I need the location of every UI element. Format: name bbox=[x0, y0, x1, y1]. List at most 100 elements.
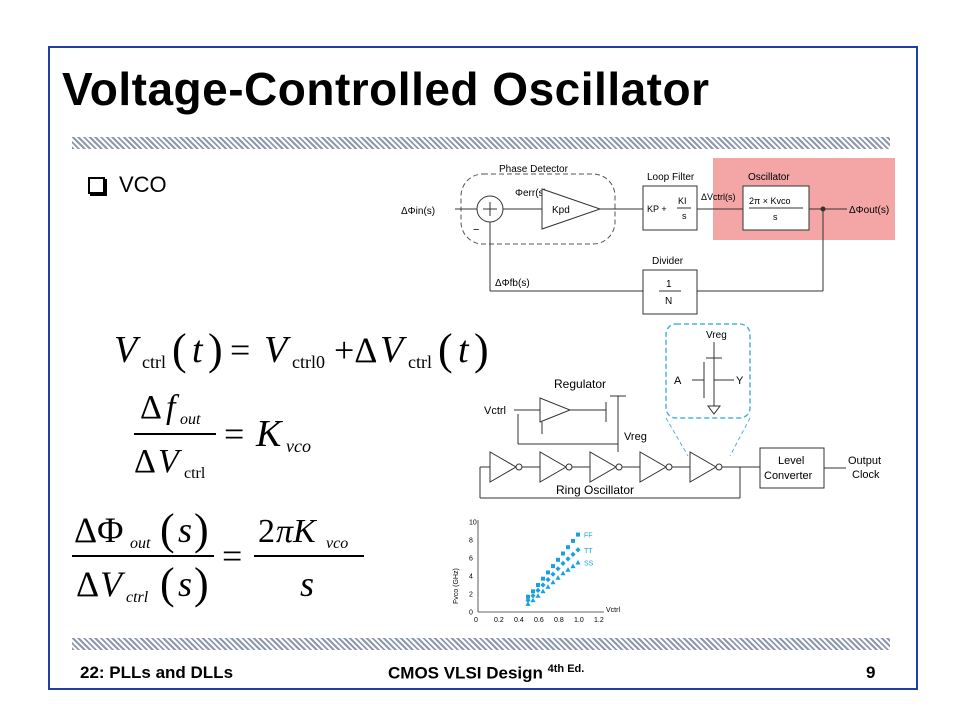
pll-block-diagram: Phase Detector − ΔΦin(s) Φerr(s) Kpd Loo… bbox=[401, 158, 895, 315]
series-label-tt: TT bbox=[584, 548, 593, 555]
svg-text:out: out bbox=[180, 411, 201, 428]
svg-text:V: V bbox=[158, 443, 183, 480]
equation-2: Δ f out Δ V ctrl = K vco bbox=[134, 389, 311, 482]
x-tick-label: 0.8 bbox=[554, 617, 564, 624]
data-point-ff bbox=[561, 551, 565, 556]
inverter-inset bbox=[665, 323, 751, 419]
svg-text:=: = bbox=[224, 414, 244, 454]
x-tick-label: 0.2 bbox=[494, 617, 504, 624]
svg-text:): ) bbox=[474, 325, 489, 374]
svg-text:(: ( bbox=[160, 559, 175, 608]
loop-filter-label: Loop Filter bbox=[647, 172, 695, 183]
svg-text:out: out bbox=[130, 535, 151, 552]
data-point-ff bbox=[551, 564, 555, 569]
data-point-ff bbox=[556, 557, 560, 562]
svg-text:t: t bbox=[458, 329, 470, 371]
svg-text:πK: πK bbox=[276, 513, 318, 550]
inverter-1 bbox=[489, 451, 518, 483]
data-point-ff bbox=[536, 583, 540, 587]
phi-fb-label: ΔΦfb(s) bbox=[495, 278, 530, 289]
svg-text:2π × Kvco: 2π × Kvco bbox=[749, 196, 790, 206]
data-point-ff bbox=[526, 594, 530, 599]
data-point-ss bbox=[555, 575, 561, 580]
checkbox-bullet-icon bbox=[88, 176, 105, 194]
data-point-ss bbox=[525, 601, 531, 606]
svg-text:N: N bbox=[665, 296, 672, 307]
data-point-tt bbox=[565, 556, 571, 562]
svg-text:(: ( bbox=[438, 325, 453, 374]
inverter-4 bbox=[639, 451, 668, 483]
footer-lecture: 22: PLLs and DLLs bbox=[80, 663, 234, 682]
svg-text:s: s bbox=[300, 564, 314, 604]
svg-text:(: ( bbox=[160, 505, 175, 554]
svg-text:ctrl: ctrl bbox=[184, 465, 206, 482]
series-label-ss: SS bbox=[584, 561, 594, 568]
ring-oscillator-label: Ring Oscillator bbox=[556, 483, 634, 497]
svg-text:Δ: Δ bbox=[134, 443, 156, 480]
kpd-label: Kpd bbox=[552, 205, 570, 216]
svg-text:s: s bbox=[178, 510, 192, 550]
x-tick-label: 1.2 bbox=[594, 617, 604, 624]
data-point-ss bbox=[540, 588, 546, 594]
y-tick-label: 8 bbox=[469, 538, 473, 545]
data-point-ff bbox=[531, 589, 535, 594]
regulator-label: Regulator bbox=[554, 377, 606, 391]
inverter-5 bbox=[689, 451, 718, 483]
svg-text:1: 1 bbox=[666, 279, 672, 290]
top-divider bbox=[72, 137, 890, 149]
svg-text:Vreg: Vreg bbox=[706, 330, 727, 341]
phi-out-label: ΔΦout(s) bbox=[849, 205, 889, 216]
data-point-tt bbox=[530, 593, 536, 599]
svg-text:KP +: KP + bbox=[647, 204, 667, 214]
svg-text:2: 2 bbox=[258, 513, 275, 550]
svg-text:V: V bbox=[114, 329, 141, 371]
svg-text:ctrl: ctrl bbox=[126, 589, 149, 606]
x-tick-label: 1.0 bbox=[574, 617, 584, 624]
data-point-ss bbox=[570, 563, 576, 569]
slide-title: Voltage-Controlled Oscillator bbox=[62, 63, 710, 115]
data-point-tt bbox=[560, 560, 566, 566]
svg-text:ΔΦ: ΔΦ bbox=[74, 510, 123, 550]
phase-detector-label: Phase Detector bbox=[499, 164, 569, 175]
svg-text:Converter: Converter bbox=[764, 470, 813, 482]
y-tick-label: 4 bbox=[469, 574, 473, 581]
x-tick-label: 0 bbox=[474, 617, 478, 624]
data-point-ff bbox=[541, 576, 545, 581]
divider-box bbox=[642, 269, 698, 315]
data-point-tt bbox=[540, 582, 546, 588]
data-point-ff bbox=[566, 545, 570, 550]
svg-text:(: ( bbox=[172, 325, 187, 374]
ring-oscillator-circuit: Vreg A Y Regulator Vctrl Vreg Ring Oscil… bbox=[479, 323, 881, 499]
slide-frame bbox=[48, 46, 918, 690]
svg-text:A: A bbox=[674, 375, 682, 387]
level-converter-box bbox=[759, 447, 825, 489]
series-label-ff: FF bbox=[584, 533, 593, 540]
svg-text:−: − bbox=[473, 224, 479, 236]
data-point-ss bbox=[530, 597, 536, 603]
data-point-ss bbox=[560, 570, 566, 576]
svg-text:ctrl: ctrl bbox=[142, 352, 166, 372]
vctrl-label: ΔVctrl(s) bbox=[701, 192, 736, 202]
data-point-tt bbox=[570, 551, 576, 557]
data-point-tt bbox=[525, 597, 531, 603]
svg-text:s: s bbox=[773, 212, 778, 222]
svg-text:V: V bbox=[380, 329, 407, 371]
footer-page-number: 9 bbox=[866, 663, 876, 682]
svg-text:vco: vco bbox=[326, 535, 348, 552]
data-point-ff bbox=[576, 532, 580, 537]
svg-text:=: = bbox=[230, 330, 250, 370]
x-axis-label: Vctrl bbox=[606, 607, 620, 614]
data-point-ss bbox=[545, 584, 551, 589]
svg-text:V: V bbox=[264, 329, 291, 371]
svg-text:Level: Level bbox=[778, 455, 804, 467]
svg-text:Vctrl: Vctrl bbox=[484, 405, 506, 417]
svg-text:Vreg: Vreg bbox=[624, 431, 647, 443]
phi-err-label: Φerr(s) bbox=[515, 188, 547, 199]
y-axis-label: Fvco (GHz) bbox=[453, 568, 460, 604]
svg-text:s: s bbox=[178, 564, 192, 604]
data-point-tt bbox=[550, 571, 556, 577]
kpd-amplifier bbox=[541, 188, 602, 230]
bullet-text: VCO bbox=[119, 172, 167, 197]
bullet-item: VCO bbox=[88, 172, 167, 198]
